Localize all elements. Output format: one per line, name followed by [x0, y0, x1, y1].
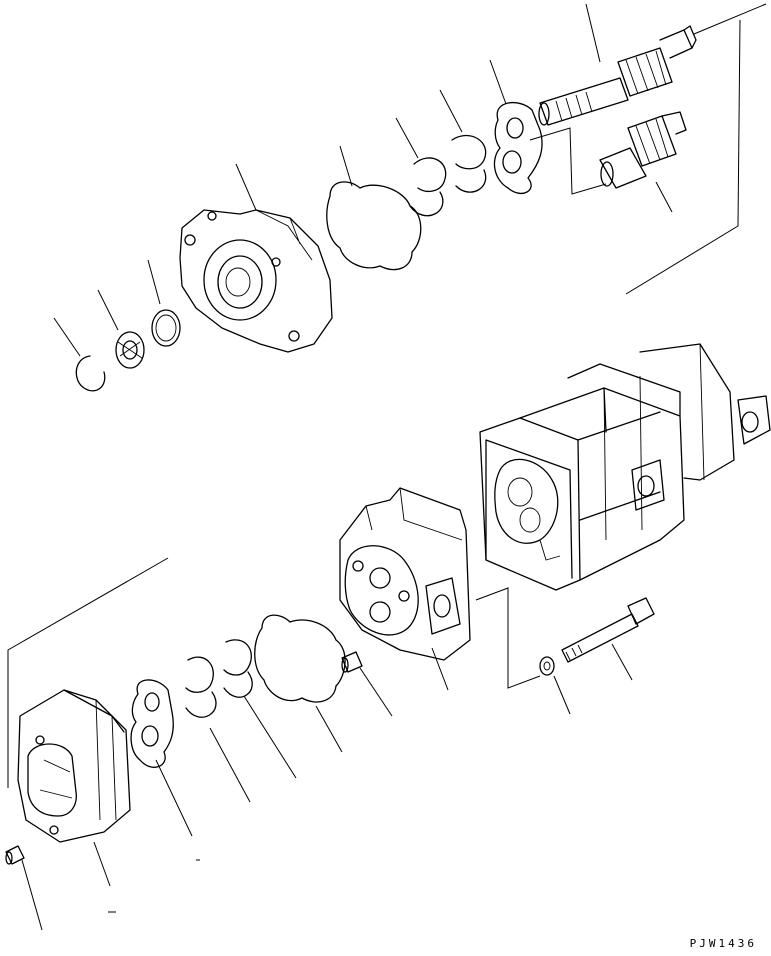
washer — [539, 656, 555, 676]
rear-housing — [339, 487, 471, 661]
upper-gasket — [326, 181, 422, 271]
driven-gear-shaft — [599, 111, 687, 189]
oil-seal — [115, 331, 145, 369]
drive-shaft — [538, 25, 697, 126]
lower-gasket — [254, 614, 346, 703]
lower-thrust-plate — [130, 679, 174, 768]
leader-lines — [7, 3, 767, 931]
upper-thrust-plate — [493, 101, 543, 194]
dowel-pin-lower — [5, 845, 25, 865]
through-bolt — [561, 597, 655, 663]
snap-ring — [75, 355, 106, 392]
front-cover — [179, 209, 333, 353]
gear-housing — [17, 689, 131, 843]
pump-body-assembly — [479, 343, 771, 591]
seal-ring — [151, 309, 181, 347]
lower-seals — [185, 639, 253, 718]
upper-seals — [409, 134, 487, 217]
drawing-code: PJW1436 — [689, 937, 757, 950]
